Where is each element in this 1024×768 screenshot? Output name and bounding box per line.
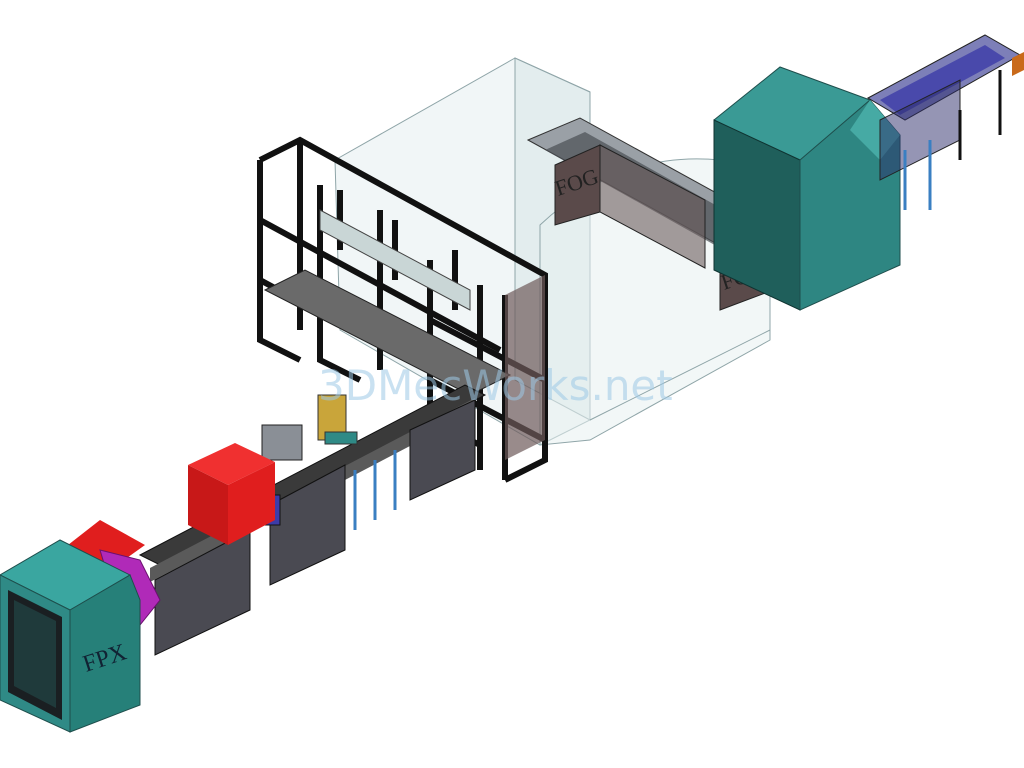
gantry-inner-conveyor [263,209,545,460]
teal-machine-right [713,66,901,311]
fpx-teal-machine [0,539,141,733]
blue-tray-conveyor [866,34,1024,210]
watermark-text: 3DMecWorks.net [318,361,673,410]
red-box-middle [188,443,275,545]
